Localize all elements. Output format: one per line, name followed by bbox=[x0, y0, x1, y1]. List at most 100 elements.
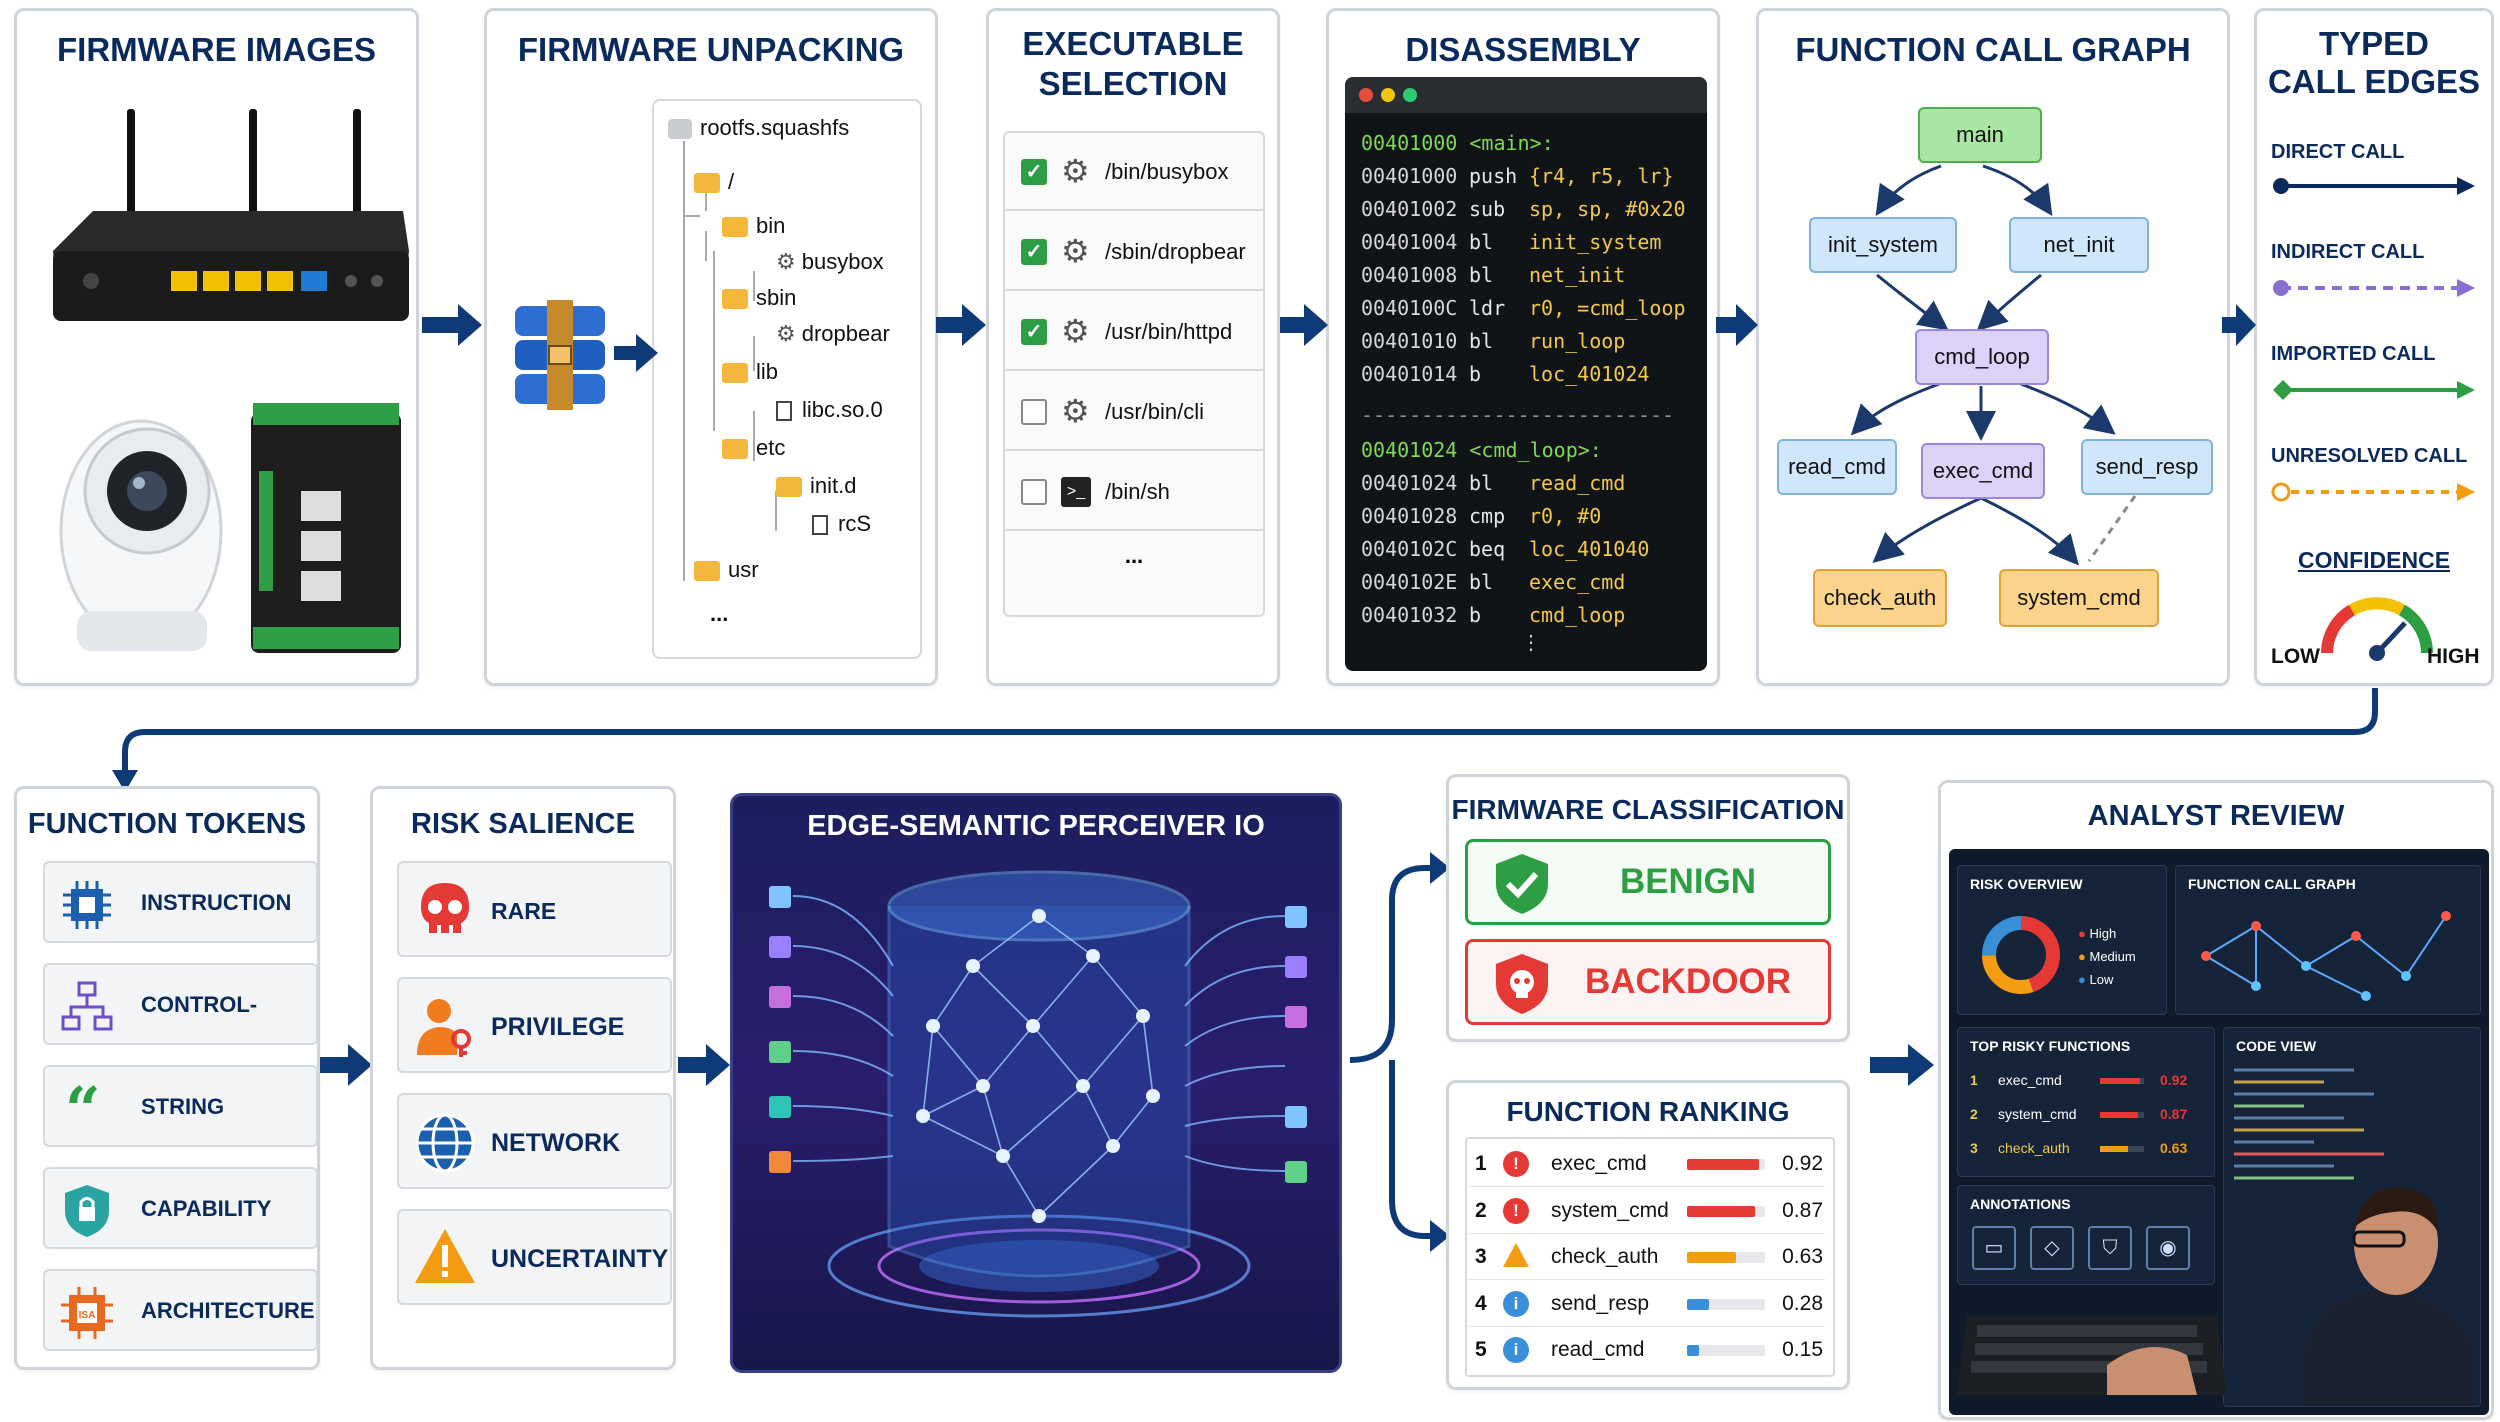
file-icon bbox=[812, 515, 828, 536]
tree-file-rcs[interactable]: rcS bbox=[812, 511, 871, 537]
node-check-auth[interactable]: check_auth bbox=[1813, 569, 1947, 627]
panel-title-line2: CALL EDGES bbox=[2267, 63, 2481, 100]
top-risk-bar bbox=[2100, 1078, 2140, 1084]
tag-icon[interactable]: ◇ bbox=[2030, 1226, 2074, 1270]
score-bar bbox=[1687, 1205, 1755, 1217]
exec-row[interactable]: ✓⚙/sbin/dropbear bbox=[1005, 213, 1263, 291]
node-send-resp[interactable]: send_resp bbox=[2081, 439, 2213, 495]
risk-network[interactable]: NETWORK bbox=[397, 1093, 672, 1189]
node-read-cmd[interactable]: read_cmd bbox=[1777, 439, 1897, 495]
class-benign[interactable]: BENIGN bbox=[1465, 839, 1831, 925]
user-key-icon bbox=[417, 999, 471, 1057]
tree-folder-lib[interactable]: lib bbox=[722, 359, 778, 385]
input-tokens bbox=[769, 886, 791, 1173]
quote-icon: “ bbox=[65, 1073, 101, 1146]
perceiver-panel: EDGE-SEMANTIC PERCEIVER IO bbox=[730, 793, 1342, 1373]
tree-root[interactable]: rootfs.squashfs bbox=[668, 115, 849, 141]
flow-arrow-8 bbox=[678, 1044, 730, 1086]
token-capability[interactable]: CAPABILITY bbox=[43, 1167, 318, 1249]
tree-folder-bin[interactable]: bin bbox=[722, 213, 785, 239]
checkbox[interactable] bbox=[1021, 399, 1047, 425]
node-system-cmd[interactable]: system_cmd bbox=[1999, 569, 2159, 627]
confidence-label: CONFIDENCE bbox=[2297, 547, 2451, 573]
class-backdoor[interactable]: BACKDOOR bbox=[1465, 939, 1831, 1025]
shield-skull-icon bbox=[1496, 954, 1548, 1014]
function-tokens-panel: FUNCTION TOKENS INSTRUCTION CONTROL-FLOW… bbox=[14, 786, 320, 1370]
node-exec-cmd[interactable]: exec_cmd bbox=[1921, 443, 2045, 499]
close-dot[interactable] bbox=[1359, 88, 1373, 102]
token-control-flow[interactable]: CONTROL-FLOW bbox=[43, 963, 318, 1097]
donut-legend: ● High ● Medium ● Low bbox=[2078, 926, 2136, 987]
risk-uncertainty[interactable]: UNCERTAINTY bbox=[397, 1209, 672, 1305]
confidence-gauge-icon bbox=[2321, 597, 2433, 661]
info-icon: i bbox=[1503, 1290, 1529, 1317]
tree-folder-usr[interactable]: usr bbox=[694, 557, 759, 583]
risk-privilege[interactable]: PRIVILEGE bbox=[397, 977, 672, 1073]
node-net-init[interactable]: net_init bbox=[2009, 217, 2149, 273]
tree-folder-etc[interactable]: etc bbox=[722, 435, 785, 461]
checkbox[interactable]: ✓ bbox=[1021, 159, 1047, 185]
direct-call-legend bbox=[2273, 177, 2475, 195]
eye-icon[interactable]: ◉ bbox=[2146, 1226, 2190, 1270]
fork-connector bbox=[1349, 865, 1432, 1239]
gauge-high-label: HIGH bbox=[2427, 645, 2480, 668]
exec-row[interactable]: ✓⚙/usr/bin/httpd bbox=[1005, 293, 1263, 371]
cpu-icon: ISA bbox=[61, 1287, 113, 1339]
exec-row[interactable]: >_/bin/sh bbox=[1005, 453, 1263, 531]
panel-title: FIRMWARE UNPACKING bbox=[517, 31, 905, 68]
panel-title-line2: SELECTION bbox=[1038, 65, 1228, 102]
panel-title: FUNCTION TOKENS bbox=[27, 808, 307, 840]
panel-title: FIRMWARE CLASSIFICATION bbox=[1451, 794, 1845, 825]
info-icon: i bbox=[1503, 1337, 1529, 1363]
checkbox[interactable] bbox=[1021, 479, 1047, 505]
unresolved-call-legend bbox=[2271, 482, 2475, 502]
device-illustrations bbox=[53, 109, 409, 653]
checkbox[interactable]: ✓ bbox=[1021, 319, 1047, 345]
tree-folder-root[interactable]: / bbox=[694, 169, 734, 195]
token-string[interactable]: “ STRING bbox=[43, 1065, 318, 1147]
checkbox[interactable]: ✓ bbox=[1021, 239, 1047, 265]
tree-folder-initd[interactable]: init.d bbox=[776, 473, 856, 499]
node-init-system[interactable]: init_system bbox=[1809, 217, 1957, 273]
imported-call-label: IMPORTED CALL bbox=[2271, 343, 2436, 365]
unresolved-call-label: UNRESOLVED CALL bbox=[2271, 445, 2468, 467]
tree-file-busybox[interactable]: ⚙busybox bbox=[776, 249, 884, 274]
token-instruction[interactable]: INSTRUCTION bbox=[43, 861, 318, 943]
risk-rare-capability[interactable]: RARE CAPABILITY bbox=[397, 861, 672, 1020]
output-tokens bbox=[1285, 906, 1307, 1183]
tree-file-dropbear[interactable]: ⚙dropbear bbox=[776, 321, 890, 346]
analyst-review-panel: ANALYST REVIEW RISK OVERVIEW ● High ● Me… bbox=[1938, 780, 2494, 1420]
shield-icon[interactable]: ⛉ bbox=[2088, 1226, 2132, 1270]
tree-file-libc[interactable]: libc.so.0 bbox=[776, 397, 883, 423]
risk-overview-card: RISK OVERVIEW ● High ● Medium ● Low bbox=[1957, 865, 2167, 1015]
minimize-dot[interactable] bbox=[1381, 88, 1395, 102]
asm-more: ⋮ bbox=[1521, 632, 1541, 654]
exec-row[interactable]: ✓⚙/bin/busybox bbox=[1005, 133, 1263, 211]
node-cmd-loop[interactable]: cmd_loop bbox=[1915, 329, 2049, 385]
comment-icon[interactable]: ▭ bbox=[1972, 1226, 2016, 1270]
flow-arrow-4 bbox=[1280, 304, 1328, 346]
maximize-dot[interactable] bbox=[1403, 88, 1417, 102]
tree-folder-sbin[interactable]: sbin bbox=[722, 285, 796, 311]
token-architecture[interactable]: ISA ARCHITECTURE bbox=[43, 1269, 318, 1351]
exec-row[interactable]: ⚙/usr/bin/cli bbox=[1005, 373, 1263, 451]
router-icon bbox=[53, 109, 409, 321]
node-main[interactable]: main bbox=[1918, 107, 2042, 163]
neural-cylinder bbox=[769, 870, 1307, 1318]
